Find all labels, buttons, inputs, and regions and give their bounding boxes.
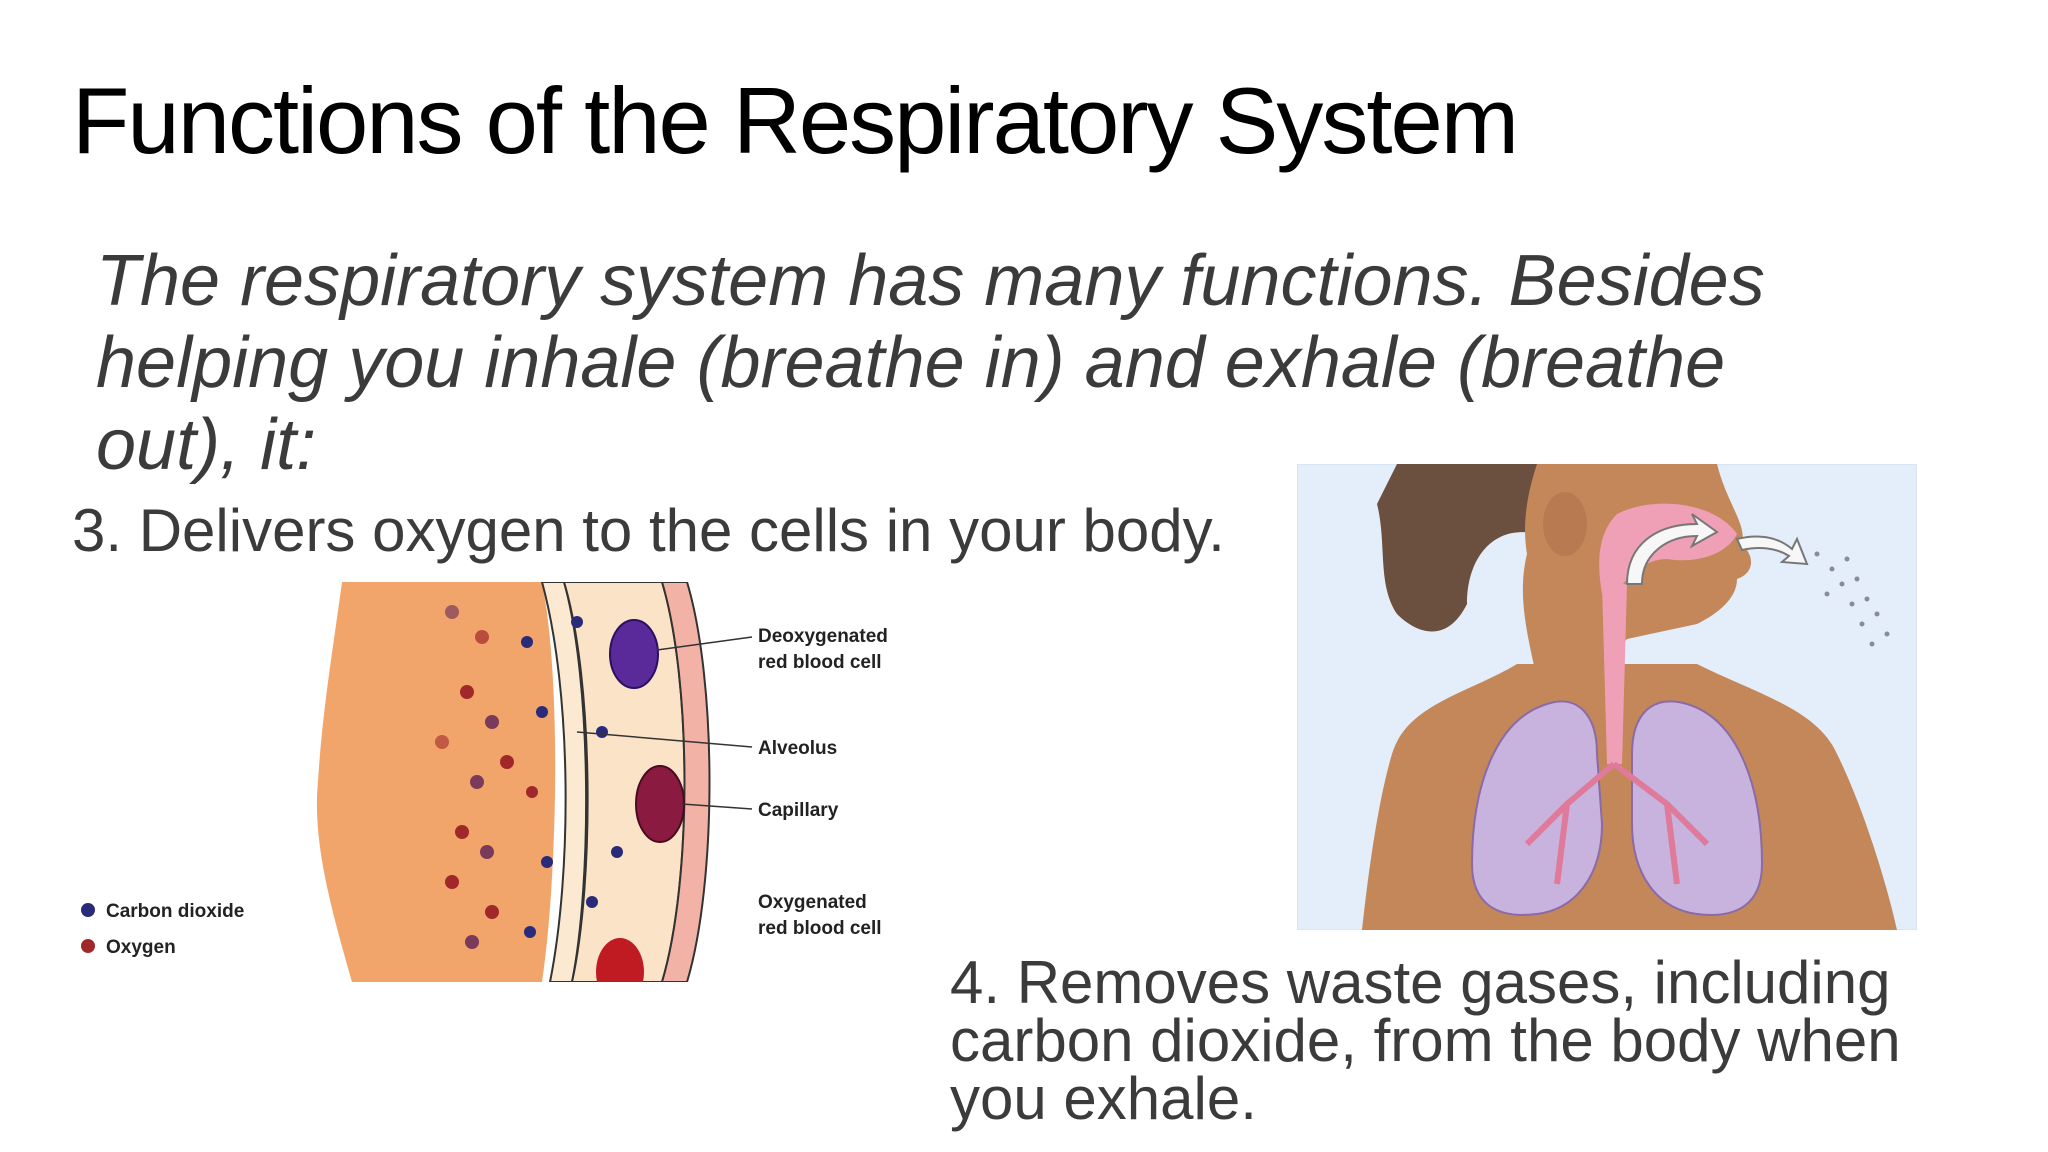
carbon-dioxide-legend-dot: [81, 903, 95, 917]
intro-line-3: out), it:: [96, 405, 317, 485]
alveolus-gas-exchange-diagram: Deoxygenated red blood cell Alveolus Cap…: [81, 582, 888, 982]
alveolus-interior: [316, 582, 556, 982]
alveolus-wall: [540, 582, 588, 982]
label-oxygenated-2: red blood cell: [758, 918, 882, 939]
capillary-wall: [660, 582, 711, 982]
label-leader-lines: [576, 636, 753, 810]
diagram-legend: Carbon dioxide Oxygen: [81, 901, 244, 958]
label-deoxygenated-2: red blood cell: [758, 652, 882, 673]
oxygenated-red-blood-cell: [596, 938, 644, 982]
point4-line-1: 4. Removes waste gases, including: [950, 949, 1891, 1016]
legend-oxygen: Oxygen: [106, 937, 176, 958]
capillary-red-blood-cell: [635, 765, 685, 843]
label-oxygenated-1: Oxygenated: [758, 892, 867, 913]
slide-title: Functions of the Respiratory System: [72, 68, 1519, 173]
bronchi: [1524, 761, 1710, 885]
right-lung: [1631, 700, 1764, 916]
label-deoxygenated-1: Deoxygenated: [758, 626, 888, 647]
deoxygenated-red-blood-cell: [609, 619, 659, 689]
legend-carbon-dioxide: Carbon dioxide: [106, 901, 244, 922]
trachea: [1602, 584, 1627, 764]
intro-text: The respiratory system has many function…: [96, 240, 1856, 486]
intro-line-1: The respiratory system has many function…: [96, 241, 1765, 321]
point4-line-2: carbon dioxide, from the body when: [950, 1007, 1901, 1074]
oxygen-legend-dot: [81, 939, 95, 953]
function-point-3: 3. Delivers oxygen to the cells in your …: [72, 497, 1225, 564]
point4-line-3: you exhale.: [950, 1065, 1257, 1132]
respiratory-system-illustration: [1297, 464, 1917, 930]
gas-molecules: [435, 605, 623, 949]
left-lung: [1470, 700, 1604, 916]
ear: [1543, 492, 1587, 556]
exhaled-particles: [1814, 551, 1890, 647]
intro-line-2: helping you inhale (breathe in) and exha…: [96, 323, 1726, 403]
label-capillary: Capillary: [758, 800, 839, 821]
function-point-4: 4. Removes waste gases, including carbon…: [950, 949, 2030, 1132]
airflow-arrows: [1625, 513, 1809, 585]
label-alveolus: Alveolus: [758, 738, 837, 759]
